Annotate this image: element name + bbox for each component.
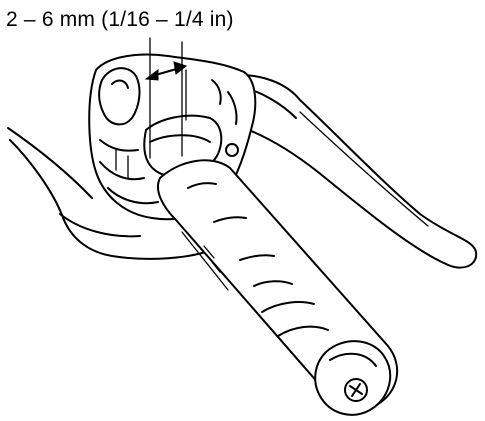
brake-lever: [220, 74, 478, 269]
double-headed-arrow-icon: [144, 61, 188, 81]
bar-end-weight: [314, 340, 392, 416]
throttle-freeplay-label: 2 – 6 mm (1/16 – 1/4 in): [6, 8, 234, 31]
hand-outline: [7, 127, 213, 260]
